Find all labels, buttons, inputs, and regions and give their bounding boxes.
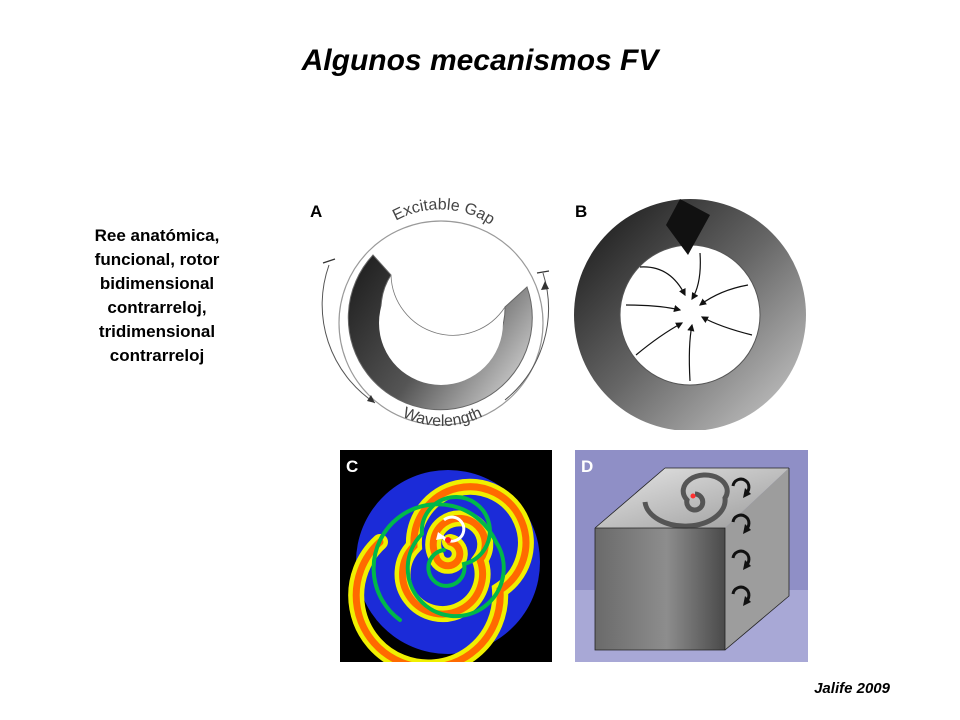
panel-d-label: D [581,457,593,476]
description-line: tridimensional [98,322,216,341]
panel-a-label: A [310,202,322,221]
citation-credit: Jalife 2009 [814,680,890,697]
svg-text:Excitable Gap: Excitable Gap [390,196,498,228]
description-line: contrarreloj, [107,298,207,317]
panel-b-label: B [575,202,587,221]
panel-d-3d-scroll-wave: D [575,450,808,662]
description-line: bidimensional [99,274,215,293]
panel-c-label: C [346,457,358,476]
panel-a-reentry-ring: A Excitable Gap Wavelength [310,196,550,430]
slide-title: Algunos mecanismos FV [301,44,659,77]
panel-c-2d-spiral-map: C [340,450,552,662]
excitable-gap-label: Excitable Gap [390,196,498,228]
description-line: contrarreloj [109,346,205,365]
description-line: Ree anatómica, [94,226,220,245]
description-line: funcional, rotor [94,250,220,269]
panel-b-functional-rotor: B [574,199,806,430]
mechanism-description: Ree anatómica, funcional, rotor bidimens… [62,224,252,368]
